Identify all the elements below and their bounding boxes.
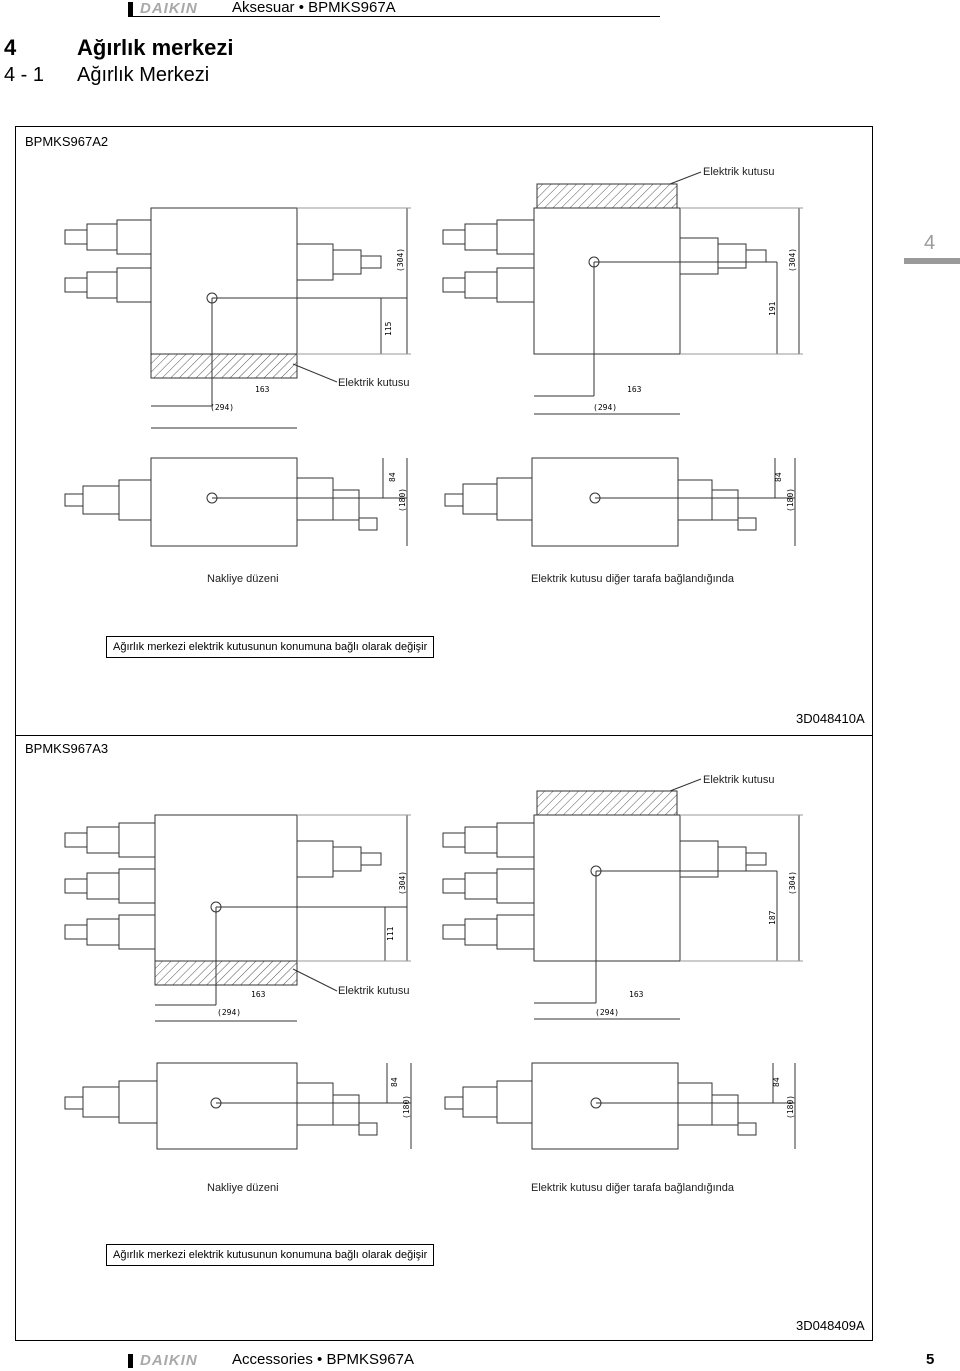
label-other-side-a3: Elektrik kutusu diğer tarafa bağlandığın…	[531, 1182, 735, 1194]
label-elektrik-kutusu-top-a3: Elektrik kutusu	[703, 774, 775, 786]
daikin-logo: DAIKIN	[140, 0, 198, 17]
subsection-title: Ağırlık Merkezi	[77, 64, 210, 86]
label-elektrik-kutusu-left-a2: Elektrik kutusu	[338, 377, 410, 389]
footer-bar	[128, 1354, 133, 1368]
drawing-code-a3: 3D048409A	[796, 1318, 865, 1333]
dim-side-left-a-a3: 84	[390, 1077, 399, 1087]
dim-side-left-b-a3: (180)	[402, 1095, 411, 1119]
dim-right-w-outer-a3: (294)	[595, 1008, 619, 1017]
drawing-a3: 163 (294) (304) 111 163 (294) (304) 187 …	[64, 778, 803, 1150]
label-other-side-a2: Elektrik kutusu diğer tarafa bağlandığın…	[531, 573, 735, 585]
dim-left-h-inner: 115	[384, 321, 393, 336]
header-rule	[128, 16, 660, 17]
header-bar	[128, 2, 133, 16]
footer-daikin-logo: DAIKIN	[140, 1352, 198, 1369]
label-nakliye-a3: Nakliye düzeni	[207, 1182, 279, 1194]
label-elektrik-kutusu-top-a2: Elektrik kutusu	[703, 166, 775, 178]
note-box-a2: Ağırlık merkezi elektrik kutusunun konum…	[106, 636, 435, 658]
dim-left-h-outer-a3: (304)	[398, 871, 407, 895]
chapter-tab-bar	[904, 258, 960, 264]
footer-title: Accessories • BPMKS967A	[232, 1351, 414, 1368]
dim-right-h-outer: (304)	[788, 248, 797, 272]
dim-left-w-inner-a3: 163	[251, 990, 266, 999]
dim-left-w-inner: 163	[255, 385, 270, 394]
dim-side-right-b-a3: (180)	[786, 1095, 795, 1119]
dim-right-w-inner-a3: 163	[629, 990, 644, 999]
dim-side-right-a: 84	[774, 472, 783, 482]
panel-title-a2: BPMKS967A2	[25, 134, 109, 149]
dim-right-h-inner: 191	[768, 301, 777, 316]
dim-side-right-a-a3: 84	[772, 1077, 781, 1087]
dim-side-left-a: 84	[388, 472, 397, 482]
dim-right-w-inner: 163	[627, 385, 642, 394]
dim-side-right-b: (180)	[786, 488, 795, 512]
drawing-panel-a3	[15, 735, 873, 1341]
header-title: Aksesuar • BPMKS967A	[232, 0, 396, 16]
dim-left-h-outer: (304)	[396, 248, 405, 272]
dim-side-left-b: (180)	[398, 488, 407, 512]
dim-right-h-outer-a3: (304)	[788, 871, 797, 895]
note-box-a3: Ağırlık merkezi elektrik kutusunun konum…	[106, 1244, 435, 1266]
dim-left-h-inner-a3: 111	[386, 926, 395, 941]
subsection-number: 4 - 1	[4, 64, 45, 86]
dim-right-h-inner-a3: 187	[768, 910, 777, 925]
drawing-a2: 163 (294) (304) 115 163 (294) (304) 191 …	[64, 171, 803, 547]
dim-right-w-outer: (294)	[593, 403, 617, 412]
dim-left-w-outer: (294)	[210, 403, 234, 412]
dim-left-w-outer-a3: (294)	[217, 1008, 241, 1017]
label-elektrik-kutusu-left-a3: Elektrik kutusu	[338, 985, 410, 997]
label-nakliye-a2: Nakliye düzeni	[207, 573, 279, 585]
drawing-code-a2: 3D048410A	[796, 711, 865, 726]
panel-title-a3: BPMKS967A3	[25, 741, 109, 756]
chapter-tab-number: 4	[924, 232, 936, 254]
section-number: 4	[4, 35, 17, 60]
section-title: Ağırlık merkezi	[77, 35, 234, 60]
page-number: 5	[926, 1351, 935, 1368]
